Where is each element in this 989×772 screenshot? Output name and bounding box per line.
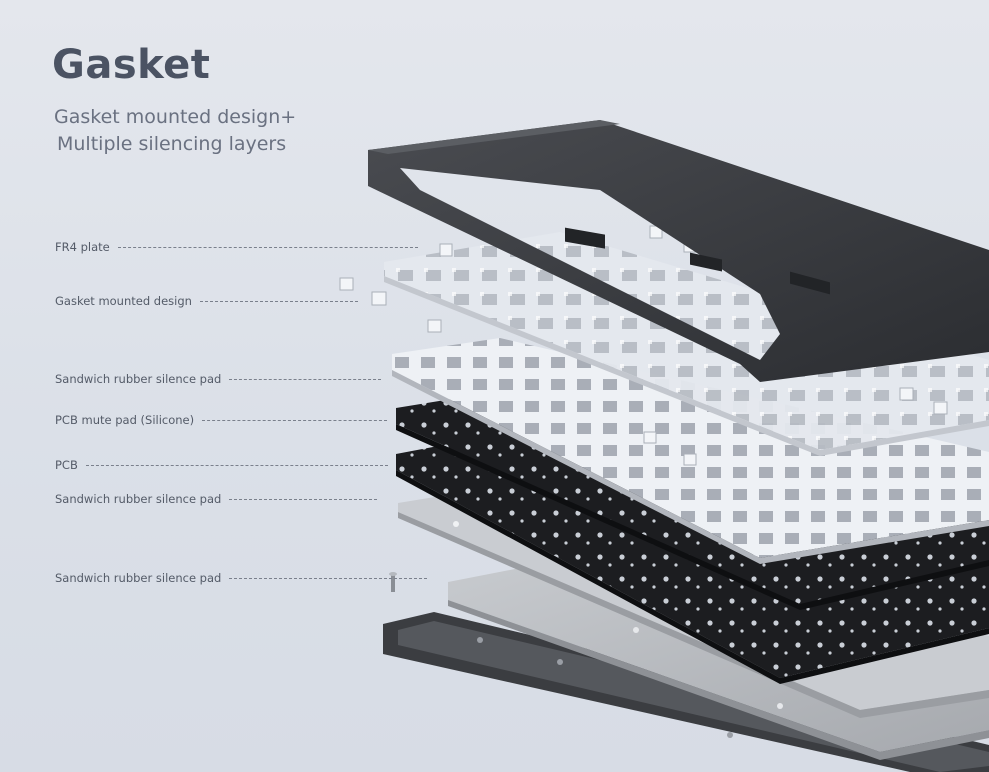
callout-pcb-mute-pad: PCB mute pad (Silicone) xyxy=(55,413,388,427)
subtitle-line-1: Gasket mounted design+ xyxy=(54,106,297,128)
callout-label: Sandwich rubber silence pad xyxy=(55,492,222,506)
sandwich-rubber-layer xyxy=(392,338,989,564)
callout-sandwich-rubber-silence-pad-1: Sandwich rubber silence pad xyxy=(55,372,382,386)
callout-sandwich-rubber-silence-pad-2: Sandwich rubber silence pad xyxy=(55,492,378,506)
callout-pcb: PCB xyxy=(55,458,388,472)
callout-gasket-mounted-design: Gasket mounted design xyxy=(55,294,358,308)
leader-line xyxy=(229,498,378,500)
screw xyxy=(389,572,397,592)
top-frame xyxy=(368,120,989,382)
callout-sandwich-rubber-silence-pad-3: Sandwich rubber silence pad xyxy=(55,571,428,585)
fr4-plate-layer xyxy=(384,225,989,456)
callout-fr4-plate: FR4 plate xyxy=(55,240,418,254)
page-subtitle: Gasket mounted design+ Multiple silencin… xyxy=(54,104,296,158)
callout-label: Sandwich rubber silence pad xyxy=(55,372,222,386)
subtitle-line-2: Multiple silencing layers xyxy=(57,133,287,155)
leader-line xyxy=(229,577,428,579)
callout-label: PCB mute pad (Silicone) xyxy=(55,413,195,427)
callout-label: Sandwich rubber silence pad xyxy=(55,571,222,585)
callout-label: Gasket mounted design xyxy=(55,294,192,308)
page-title: Gasket xyxy=(52,42,211,88)
leader-line xyxy=(199,300,358,302)
callout-label: FR4 plate xyxy=(55,240,110,254)
leader-line xyxy=(202,419,388,421)
callout-label: PCB xyxy=(55,458,78,472)
leader-line xyxy=(229,378,382,380)
leader-line xyxy=(85,464,388,466)
leader-line xyxy=(117,246,418,248)
gasket-cubes xyxy=(339,277,948,466)
